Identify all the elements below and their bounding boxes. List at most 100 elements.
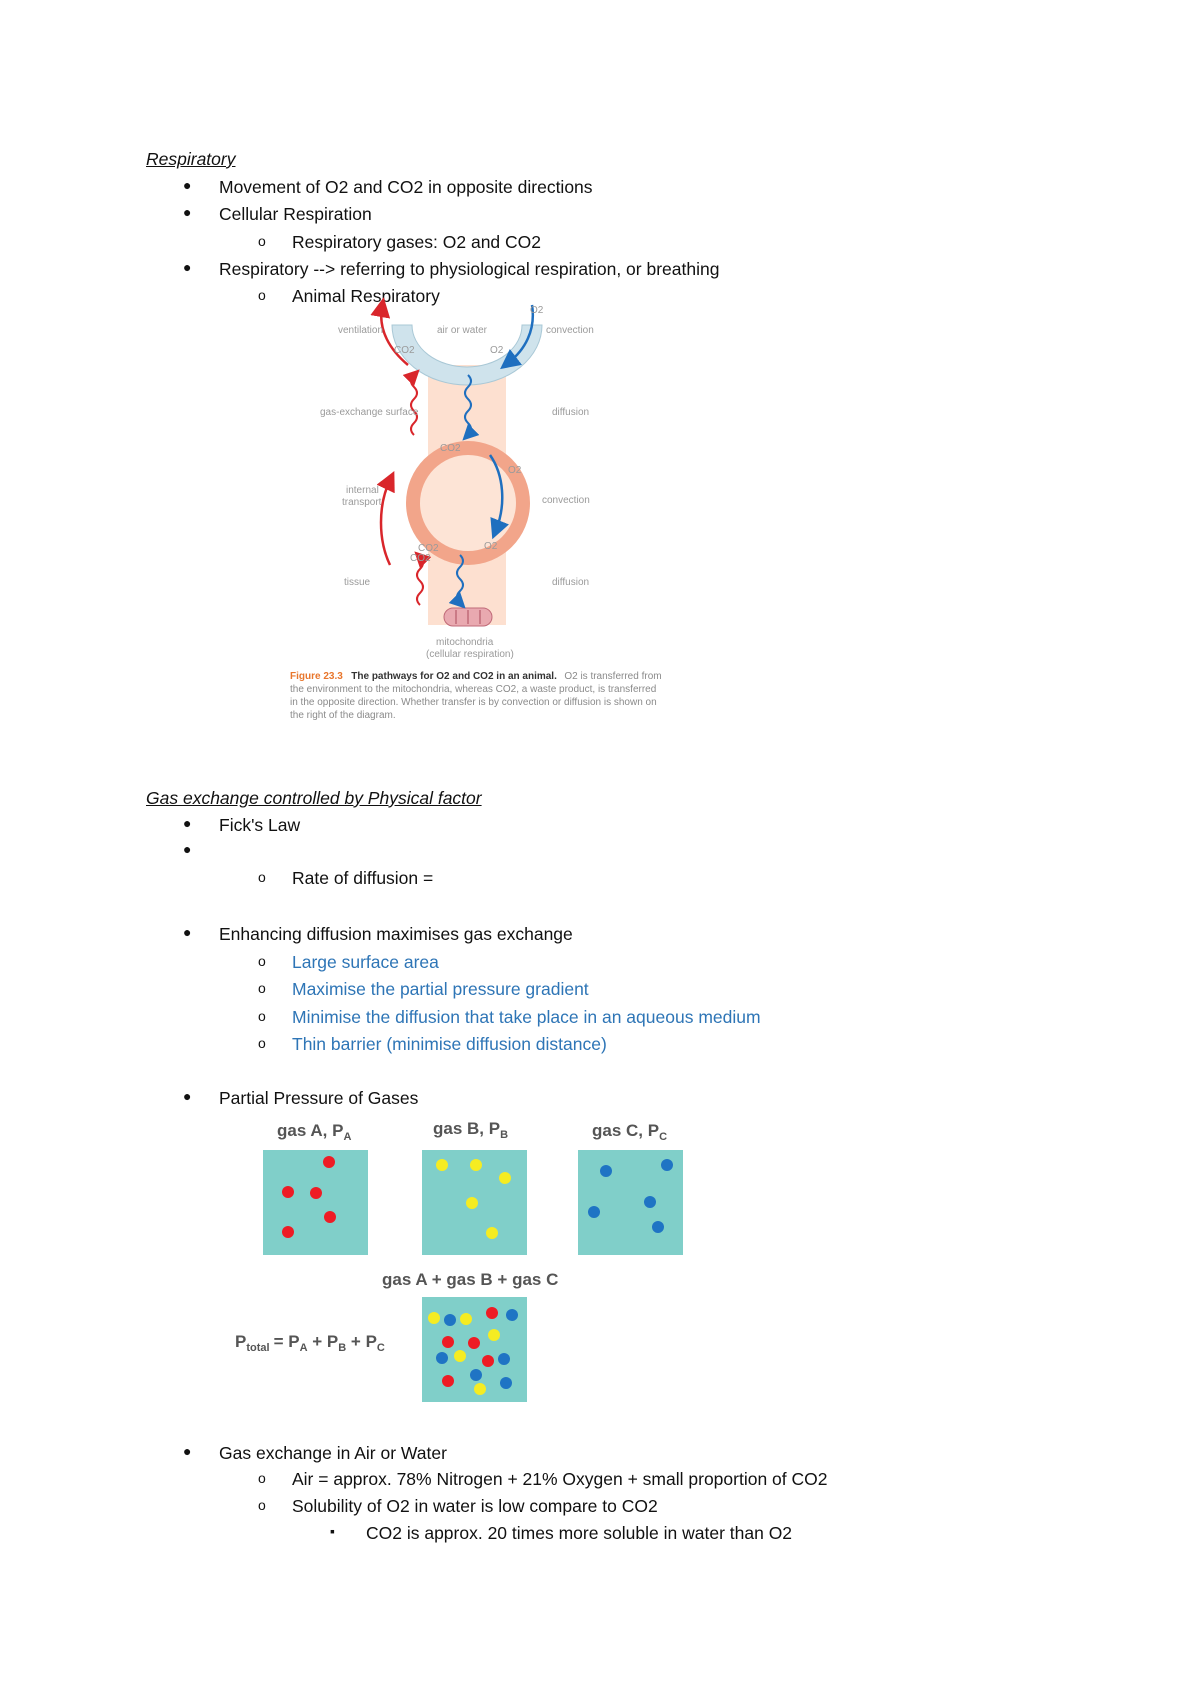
external-medium-u — [391, 324, 543, 386]
label-internal-transport: transport — [342, 497, 382, 508]
list-item: Air = approx. 78% Nitrogen + 21% Oxygen … — [292, 1469, 828, 1489]
bullet-circle: o — [258, 1470, 266, 1486]
label-ventilation: ventilation — [338, 325, 383, 336]
gas-a-box — [263, 1150, 368, 1255]
gas-b-particle — [436, 1159, 448, 1171]
gas-a-particle — [310, 1187, 322, 1199]
mixed-particle — [454, 1350, 466, 1362]
list-item: Cellular Respiration — [219, 204, 372, 224]
gas-a-particle — [282, 1186, 294, 1198]
o2-label: O2 — [530, 305, 544, 316]
o2-label: O2 — [490, 345, 504, 356]
gas-a-particle — [324, 1211, 336, 1223]
list-item: Respiratory gases: O2 and CO2 — [292, 232, 542, 252]
label-air-or-water: air or water — [437, 325, 488, 336]
section-heading-respiratory: Respiratory — [146, 149, 236, 169]
label-tissue: tissue — [344, 577, 371, 588]
list-item: Movement of O2 and CO2 in opposite direc… — [219, 177, 593, 197]
bullet-circle: o — [258, 1035, 266, 1051]
bullet-disc: ● — [183, 841, 192, 857]
mixed-particle — [500, 1377, 512, 1389]
gas-a-particle — [323, 1156, 335, 1168]
figure-caption: in the opposite direction. Whether trans… — [290, 697, 657, 708]
label-internal-transport: internal — [346, 485, 379, 496]
list-item: Animal Respiratory — [292, 286, 440, 306]
list-item: Gas exchange in Air or Water — [219, 1443, 447, 1463]
figure-caption: Figure 23.3 The pathways for O2 and CO2 … — [290, 666, 662, 683]
co2-diffusion-top — [402, 369, 420, 436]
list-item: Rate of diffusion = — [292, 868, 434, 888]
gas-b-title: gas B, PB — [433, 1119, 508, 1141]
mixed-particle — [486, 1307, 498, 1319]
mixed-particle — [506, 1309, 518, 1321]
bullet-disc: ● — [183, 1088, 192, 1104]
list-item: Fick's Law — [219, 815, 301, 835]
label-convection-top: convection — [546, 325, 594, 336]
bullet-circle: o — [258, 1497, 266, 1513]
bullet-disc: ● — [183, 177, 192, 193]
gas-c-particle — [661, 1159, 673, 1171]
mixed-particle — [498, 1353, 510, 1365]
bullet-disc: ● — [183, 1443, 192, 1459]
mixed-particle — [468, 1337, 480, 1349]
label-diffusion-bottom: diffusion — [552, 577, 589, 588]
mixed-particle — [470, 1369, 482, 1381]
list-item: Enhancing diffusion maximises gas exchan… — [219, 924, 573, 944]
ventilation-arrow — [370, 297, 409, 366]
bullet-circle: o — [258, 287, 266, 303]
bullet-circle: o — [258, 233, 266, 249]
mixed-particle — [442, 1375, 454, 1387]
figure-caption: the right of the diagram. — [290, 710, 396, 721]
gas-a-title: gas A, PA — [277, 1121, 351, 1143]
gas-c-particle — [644, 1196, 656, 1208]
bullet-circle: o — [258, 1008, 266, 1024]
bullet-circle: o — [258, 980, 266, 996]
mixed-particle — [488, 1329, 500, 1341]
list-item: Minimise the diffusion that take place i… — [292, 1007, 761, 1027]
gas-b-particle — [470, 1159, 482, 1171]
list-item: Large surface area — [292, 952, 439, 972]
co2-label: CO2 — [410, 553, 431, 564]
gas-c-particle — [588, 1206, 600, 1218]
list-item: Partial Pressure of Gases — [219, 1088, 419, 1108]
convection-top-arrow — [500, 304, 535, 370]
gas-c-particle — [600, 1165, 612, 1177]
section-heading-gas-exchange: Gas exchange controlled by Physical fact… — [146, 788, 482, 808]
list-item: CO2 is approx. 20 times more soluble in … — [366, 1523, 793, 1543]
bullet-square: ▪ — [330, 1523, 335, 1539]
gas-a-particle — [282, 1226, 294, 1238]
label-diffusion-top: diffusion — [552, 407, 589, 418]
mixed-particle — [460, 1313, 472, 1325]
respiratory-pathway-diagram: CO2 O2 CO2 O2 CO2 O2 CO2 O2 ventilation … — [290, 297, 662, 721]
internal-convection-right — [488, 454, 509, 540]
partial-pressure-diagram: gas A, PA gas B, PB gas C, PC gas A + ga… — [235, 1119, 683, 1402]
list-item: Respiratory --> referring to physiologic… — [219, 259, 720, 279]
gas-c-title: gas C, PC — [592, 1121, 667, 1143]
internal-convection-left — [376, 470, 395, 566]
combined-title: gas A + gas B + gas C — [382, 1270, 558, 1289]
list-item: Maximise the partial pressure gradient — [292, 979, 589, 999]
co2-label: CO2 — [394, 345, 415, 356]
gas-b-particle — [466, 1197, 478, 1209]
bullet-circle: o — [258, 953, 266, 969]
gas-b-particle — [486, 1227, 498, 1239]
co2-label: CO2 — [418, 543, 439, 554]
figure-caption: the environment to the mitochondria, whe… — [290, 684, 656, 695]
mixed-particle — [474, 1383, 486, 1395]
bullet-circle: o — [258, 869, 266, 885]
o2-diffusion-top — [462, 374, 480, 441]
bullet-disc: ● — [183, 204, 192, 220]
co2-label: CO2 — [440, 443, 461, 454]
co2-diffusion-bottom — [414, 551, 432, 606]
label-mitochondria: mitochondria — [436, 637, 494, 648]
mixed-particle — [444, 1314, 456, 1326]
label-gas-exchange-surface: gas-exchange surface — [320, 407, 419, 418]
o2-label: O2 — [508, 465, 522, 476]
mixed-particle — [482, 1355, 494, 1367]
mixed-particle — [442, 1336, 454, 1348]
list-item: Thin barrier (minimise diffusion distanc… — [292, 1034, 607, 1054]
mixed-particle — [436, 1352, 448, 1364]
mixed-particle — [428, 1312, 440, 1324]
bullet-disc: ● — [183, 924, 192, 940]
bullet-disc: ● — [183, 259, 192, 275]
